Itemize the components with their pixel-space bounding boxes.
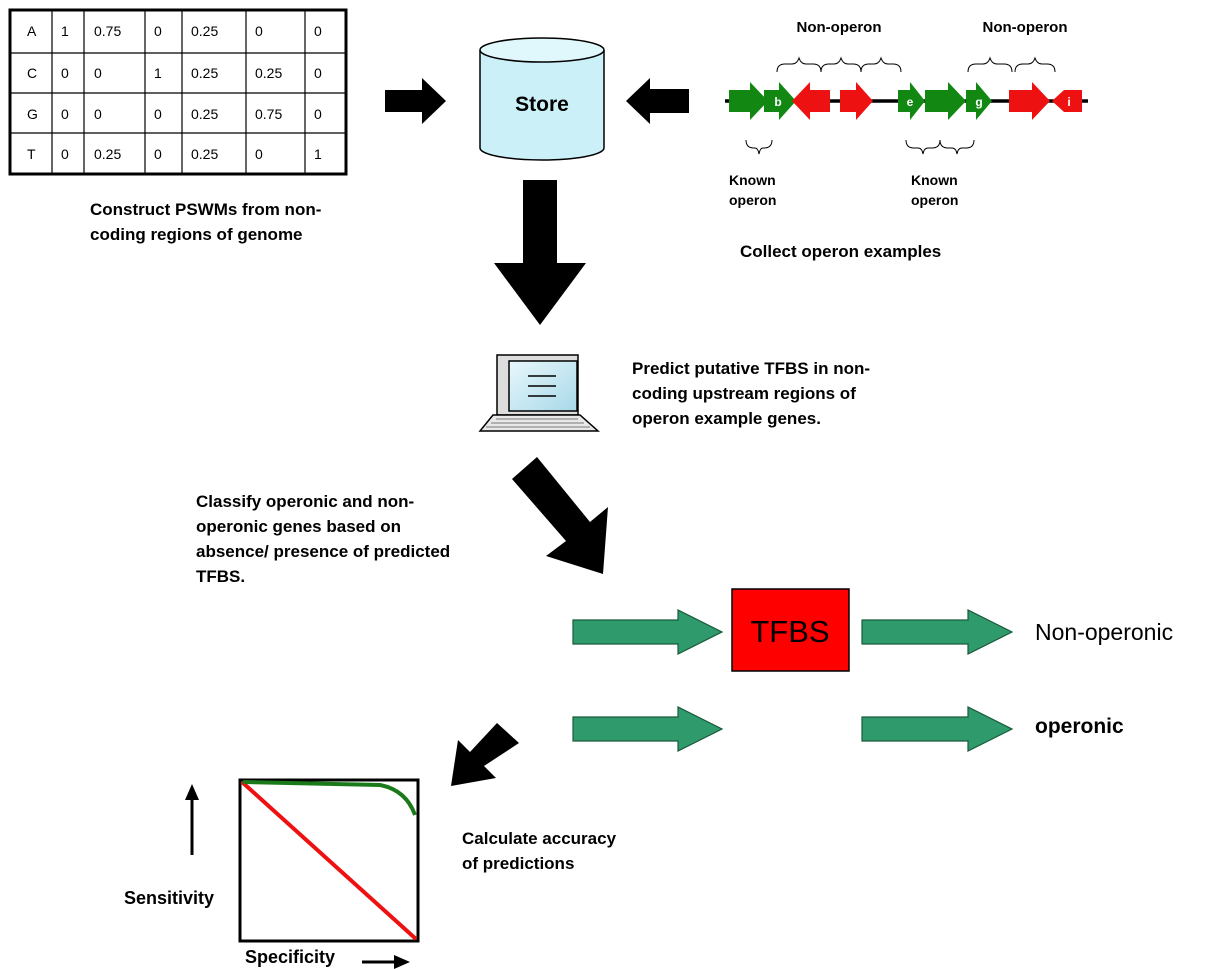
arrow-operons-to-store (626, 78, 689, 124)
store-cylinder: Store (479, 37, 605, 161)
table-cell: 0 (154, 146, 162, 162)
non-operon-label-1: Non-operon (797, 19, 882, 36)
table-cell: 0 (154, 23, 162, 39)
sensitivity-label: Sensitivity (124, 888, 214, 908)
brace-non-operon-1c (860, 56, 902, 73)
roc-curve (242, 780, 417, 816)
known-operon-2-line1: Known (911, 172, 958, 188)
calc-label-line1: Calculate accuracy (462, 829, 617, 848)
brace-known-operon-1 (745, 139, 773, 155)
table-cell: 0 (61, 106, 69, 122)
table-cell: 0.25 (94, 146, 121, 162)
known-operon-2-line2: operon (911, 192, 958, 208)
gene-f (925, 82, 966, 120)
gene-d (840, 82, 873, 120)
known-operon-1-line1: Known (729, 172, 776, 188)
gene-label-e: e (907, 95, 914, 109)
operonic-label: operonic (1035, 715, 1124, 738)
predict-label-line2: coding upstream regions of (632, 384, 856, 403)
predict-label-line3: operon example genes. (632, 409, 821, 428)
gene-i (1052, 90, 1082, 112)
construct-label-line2: coding regions of genome (90, 225, 303, 244)
brace-known-operon-2a (905, 139, 941, 155)
gene-c (792, 82, 830, 120)
table-row-label: C (27, 65, 37, 81)
table-cell: 0.75 (94, 23, 121, 39)
construct-label-line1: Construct PSWMs from non- (90, 200, 321, 219)
arrow-laptop-to-classifier (512, 457, 608, 574)
roc-plot (238, 778, 420, 943)
predict-label-line1: Predict putative TFBS in non- (632, 359, 870, 378)
table-cell: 0.75 (255, 106, 282, 122)
table-cell: 0 (61, 65, 69, 81)
brace-known-operon-2b (939, 139, 975, 155)
calc-label-line2: of predictions (462, 854, 574, 873)
table-cell: 1 (61, 23, 69, 39)
tfbs-label: TFBS (750, 614, 829, 649)
gene-label-i: i (1067, 95, 1070, 109)
table-row-label: T (27, 146, 36, 162)
arrow-table-to-store (385, 78, 446, 124)
gene-b (764, 82, 796, 120)
gene-a (729, 82, 768, 120)
operon-genome-map: b e g i Non-operon Non-operon Known oper… (725, 19, 1088, 208)
table-cell: 0.25 (255, 65, 282, 81)
table-cell: 0 (154, 106, 162, 122)
non-operonic-label: Non-operonic (1035, 619, 1173, 645)
table-cell: 0 (314, 65, 322, 81)
classify-label-line3: absence/ presence of predicted (196, 542, 450, 561)
roc-diagonal-line (240, 780, 418, 941)
classify-label-line2: operonic genes based on (196, 517, 401, 536)
gene-label-g: g (975, 95, 982, 109)
tfbs-box: TFBS (731, 588, 850, 672)
table-cell: 0 (314, 106, 322, 122)
brace-non-operon-2a (967, 56, 1013, 73)
table-row-label: A (27, 23, 37, 39)
arrow-classifier-to-roc (451, 723, 519, 786)
sensitivity-axis-arrow (185, 784, 199, 855)
store-label: Store (515, 93, 569, 116)
table-cell: 0 (94, 65, 102, 81)
known-operon-1-line2: operon (729, 192, 776, 208)
table-cell: 0 (255, 23, 263, 39)
table-cell: 0.25 (191, 23, 218, 39)
brace-non-operon-1a (776, 56, 822, 73)
table-cell: 0.25 (191, 65, 218, 81)
gene-label-b: b (774, 95, 781, 109)
brace-non-operon-1b (820, 56, 862, 73)
table-cell: 0 (61, 146, 69, 162)
table-cell: 0.25 (191, 106, 218, 122)
gene-h (1009, 82, 1050, 120)
collect-label: Collect operon examples (740, 242, 941, 261)
table-cell: 1 (154, 65, 162, 81)
arrow-store-to-laptop (494, 180, 586, 325)
table-row-label: G (27, 106, 38, 122)
table-cell: 0 (314, 23, 322, 39)
specificity-axis-arrow (362, 955, 410, 969)
brace-non-operon-2b (1014, 56, 1056, 73)
table-cell: 0 (94, 106, 102, 122)
classify-label-line1: Classify operonic and non- (196, 492, 414, 511)
arrow-input-operonic (572, 706, 724, 752)
non-operon-label-2: Non-operon (983, 19, 1068, 36)
laptop-icon (478, 354, 600, 432)
arrow-output-operonic (861, 706, 1014, 752)
arrow-input-nonoperonic (572, 609, 724, 655)
specificity-label: Specificity (245, 947, 335, 967)
gene-e (898, 82, 925, 120)
table-cell: 0 (255, 146, 263, 162)
gene-g (966, 82, 992, 120)
table-cell: 0.25 (191, 146, 218, 162)
table-cell: 1 (314, 146, 322, 162)
classify-label-line4: TFBS. (196, 567, 245, 586)
arrow-output-nonoperonic (861, 609, 1014, 655)
